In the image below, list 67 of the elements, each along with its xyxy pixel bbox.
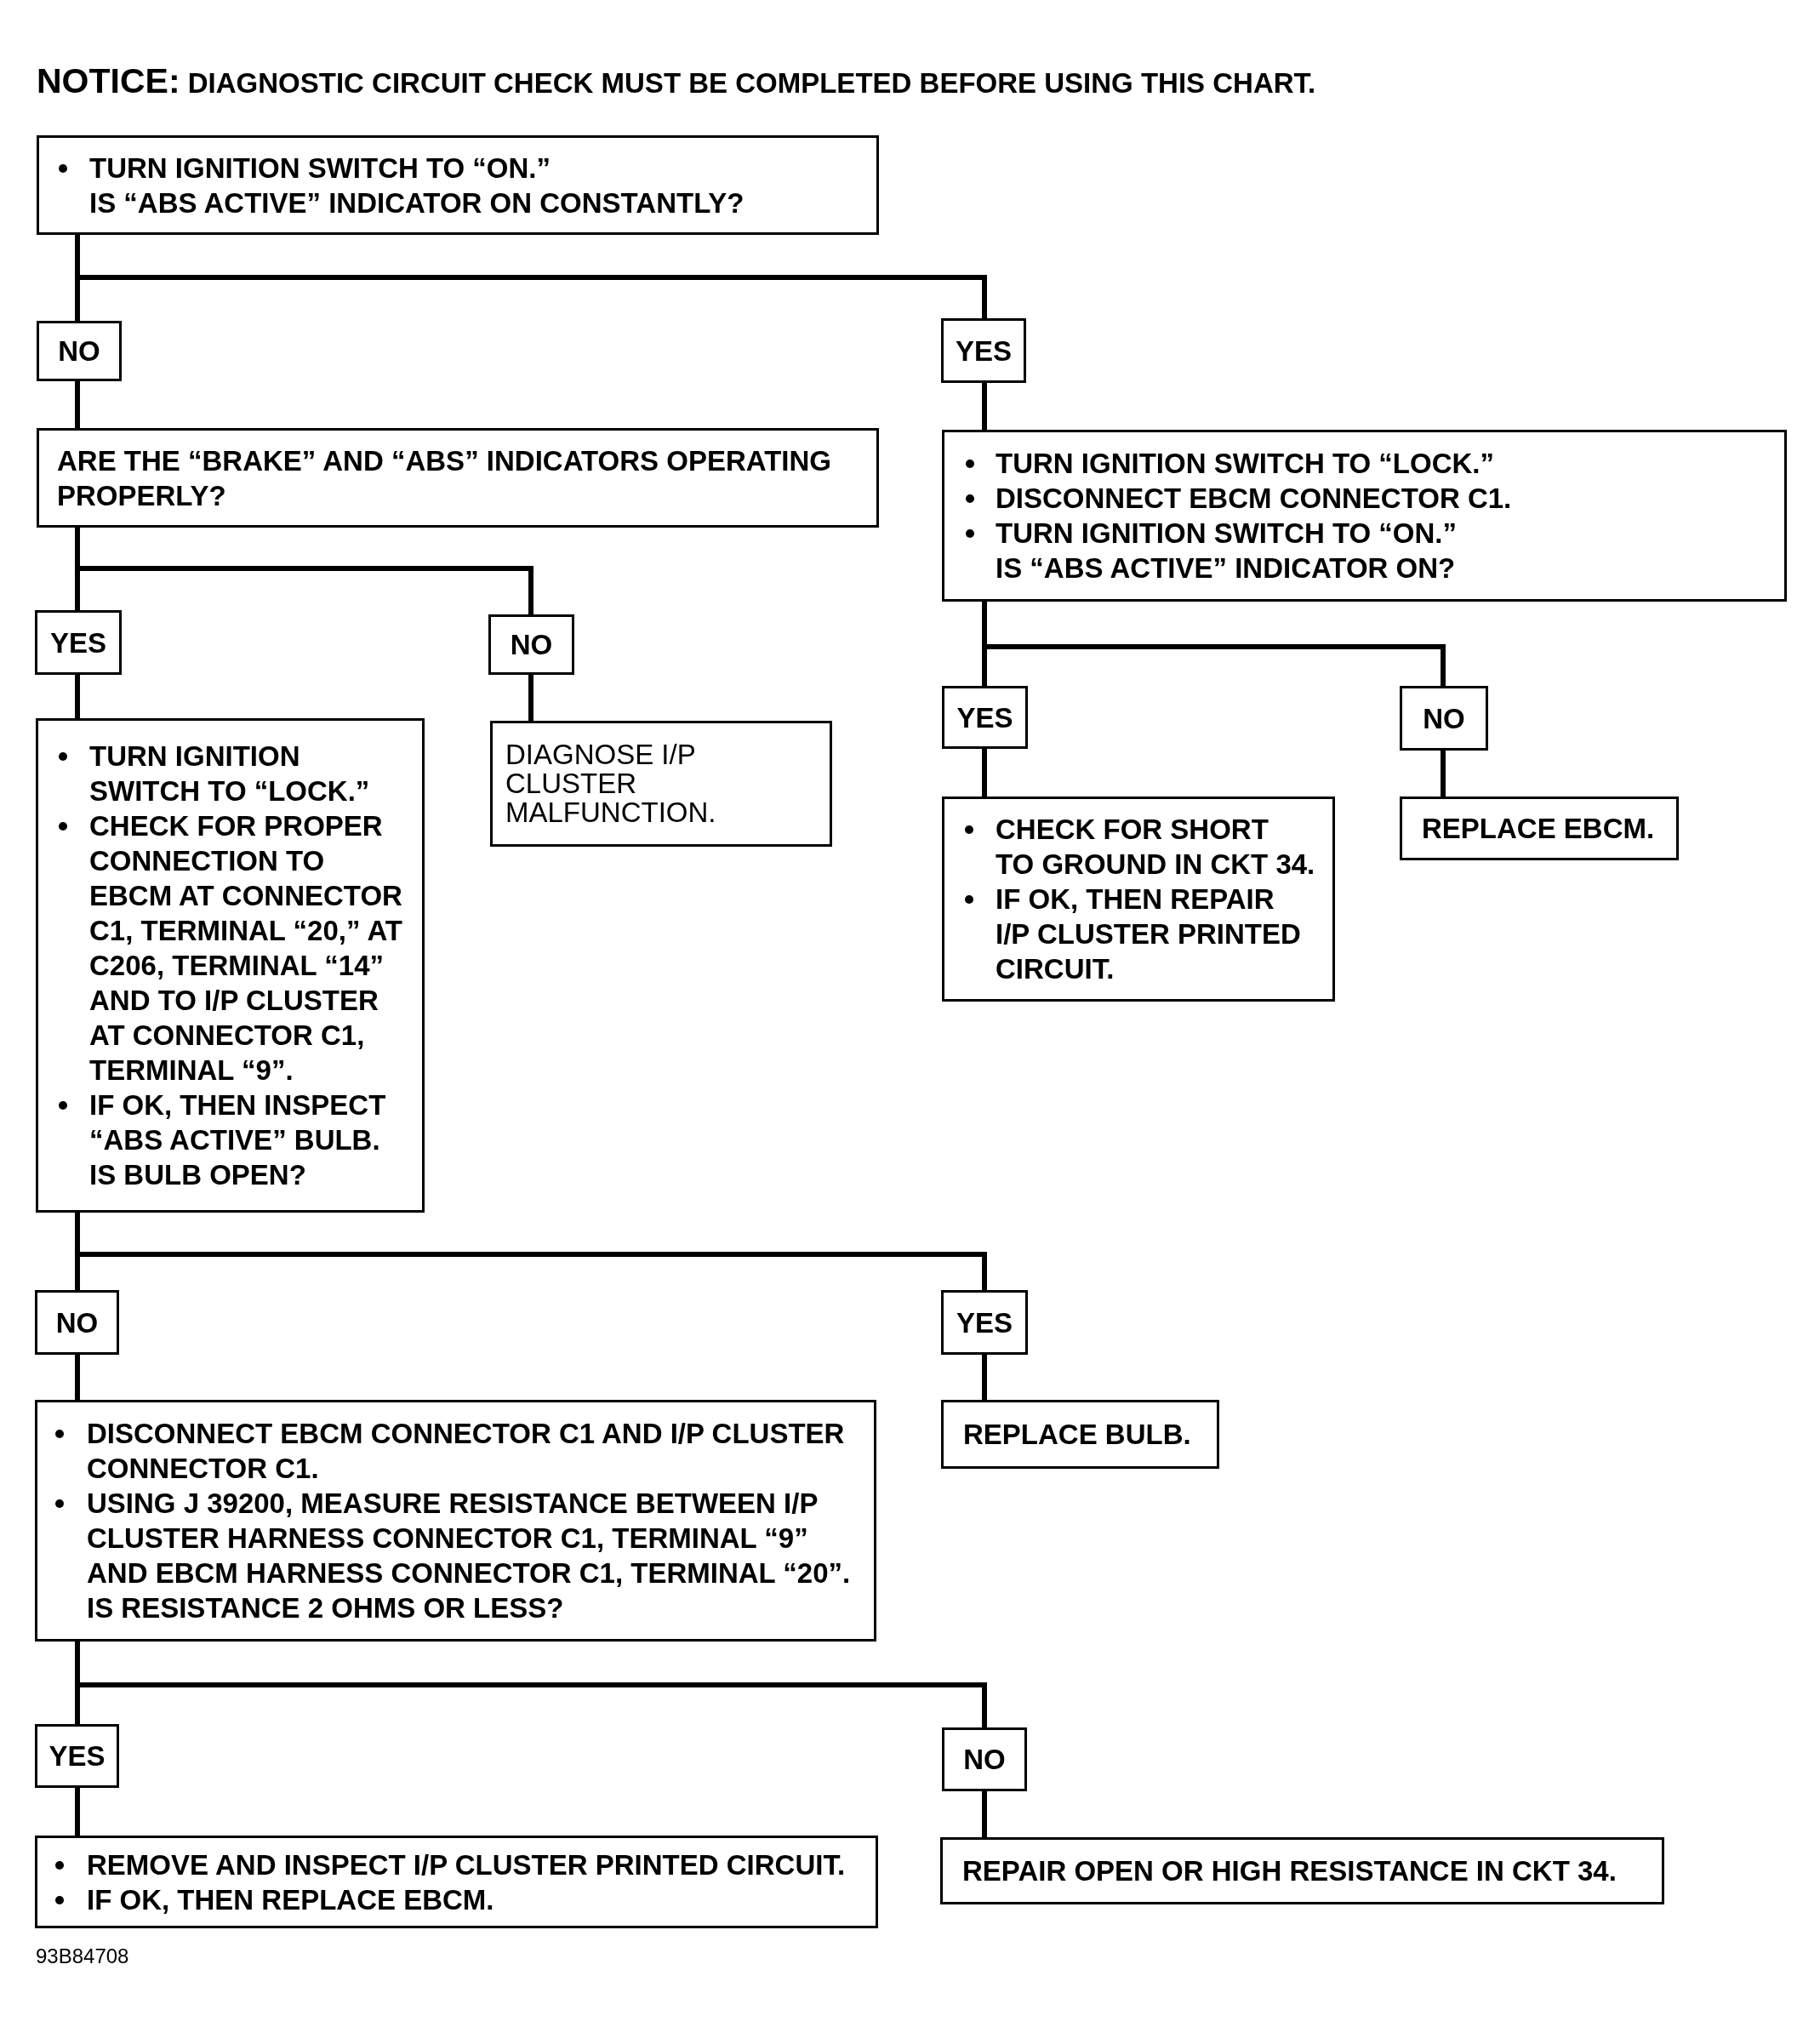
- step-box: [941, 1400, 1219, 1469]
- branch-label: YES: [955, 334, 1012, 368]
- step-text: REPLACE EBCM.: [1422, 812, 1656, 846]
- connector-line: [982, 1791, 987, 1837]
- connector-line: [528, 675, 533, 721]
- branch-tag: [941, 1290, 1028, 1355]
- bullet-item: CHECK FOR SHORT TO GROUND IN CKT 34.: [965, 812, 1327, 882]
- step-text: IS “ABS ACTIVE” INDICATOR ON CONSTANTLY?: [89, 186, 745, 220]
- branch-tag: [942, 686, 1028, 749]
- connector-line: [982, 1355, 987, 1400]
- connector-line: [75, 1788, 80, 1836]
- branch-tag: [35, 1290, 119, 1355]
- connector-line: [75, 1355, 80, 1400]
- step-box: [37, 135, 879, 235]
- step-box: [35, 1400, 876, 1642]
- branch-tag: [941, 318, 1026, 383]
- connector-line: [982, 383, 987, 430]
- step-text: REPLACE BULB.: [963, 1418, 1192, 1452]
- bullet-item: USING J 39200, MEASURE RESISTANCE BETWEEN I/P CLUSTER HARNESS CONNECTOR C1, TERMINAL “9” AND EBCM HARNESS CONNECTOR C1, TERMINAL “20”.: [55, 1486, 863, 1590]
- branch-tag: [488, 614, 574, 675]
- branch-label: YES: [956, 1305, 1013, 1340]
- branch-tag: [35, 1724, 119, 1788]
- step-text: ARE THE “BRAKE” AND “ABS” INDICATORS OPERATING PROPERLY?: [57, 443, 832, 513]
- step-text: IS “ABS ACTIVE” INDICATOR ON?: [996, 551, 1457, 585]
- branch-label: YES: [48, 1739, 106, 1773]
- step-text: IS RESISTANCE 2 OHMS OR LESS?: [87, 1591, 565, 1625]
- bullet-item: DISCONNECT EBCM CONNECTOR C1 AND I/P CLUSTER CONNECTOR C1.: [55, 1416, 863, 1486]
- step-box: [36, 718, 425, 1213]
- step-box: [35, 1836, 878, 1928]
- bullet-item: IF OK, THEN INSPECT “ABS ACTIVE” BULB.: [59, 1088, 410, 1157]
- connector-line: [75, 675, 80, 718]
- branch-label: NO: [963, 1743, 1006, 1777]
- bullet-item: IF OK, THEN REPAIR I/P CLUSTER PRINTED CIRCUIT.: [965, 882, 1327, 986]
- bullet-item: TURN IGNITION SWITCH TO “ON.”: [59, 150, 868, 186]
- branch-label: NO: [55, 1305, 99, 1340]
- step-box: [490, 721, 832, 847]
- step-box: [942, 797, 1335, 1002]
- branch-label: NO: [58, 334, 100, 368]
- bullet-item: TURN IGNITION SWITCH TO “LOCK.”: [59, 739, 410, 808]
- connector-line: [982, 749, 987, 797]
- connector-line: [1441, 751, 1446, 797]
- step-text: DIAGNOSE I/P CLUSTER MALFUNCTION.: [505, 740, 717, 827]
- step-box: [942, 430, 1787, 602]
- step-text: IS BULB OPEN?: [89, 1158, 307, 1192]
- bullet-item: DISCONNECT EBCM CONNECTOR C1.: [966, 481, 1776, 516]
- bullet-item: TURN IGNITION SWITCH TO “ON.”: [966, 516, 1776, 551]
- branch-label: NO: [1423, 701, 1465, 736]
- notice-heading: NOTICE: DIAGNOSTIC CIRCUIT CHECK MUST BE COMPLETED BEFORE USING THIS CHART.: [37, 60, 1316, 102]
- branch-tag: [35, 610, 122, 675]
- step-box: [37, 428, 879, 528]
- bullet-item: CHECK FOR PROPER CONNECTION TO EBCM AT CONNECTOR C1, TERMINAL “20,” AT C206, TERMINAL “14” AND TO I/P CLUSTER AT CONNECTOR C1, TERMINAL “9”.: [59, 808, 410, 1088]
- branch-label: NO: [510, 628, 553, 662]
- bullet-item: IF OK, THEN REPLACE EBCM.: [55, 1881, 867, 1917]
- step-box: [940, 1837, 1664, 1904]
- branch-tag: [942, 1727, 1027, 1791]
- branch-tag: [37, 321, 122, 381]
- step-box: [1400, 797, 1679, 860]
- branch-tag: [1400, 686, 1488, 751]
- step-text: REPAIR OPEN OR HIGH RESISTANCE IN CKT 34.: [962, 1854, 1617, 1888]
- connector-line: [75, 528, 533, 614]
- connector-line: [982, 602, 1446, 686]
- figure-id: 93B84708: [36, 1944, 129, 1968]
- branch-label: YES: [49, 625, 106, 660]
- bullet-item: TURN IGNITION SWITCH TO “LOCK.”: [966, 446, 1776, 481]
- connector-line: [75, 381, 80, 428]
- branch-label: YES: [956, 700, 1013, 735]
- bullet-item: REMOVE AND INSPECT I/P CLUSTER PRINTED CIRCUIT.: [55, 1847, 867, 1882]
